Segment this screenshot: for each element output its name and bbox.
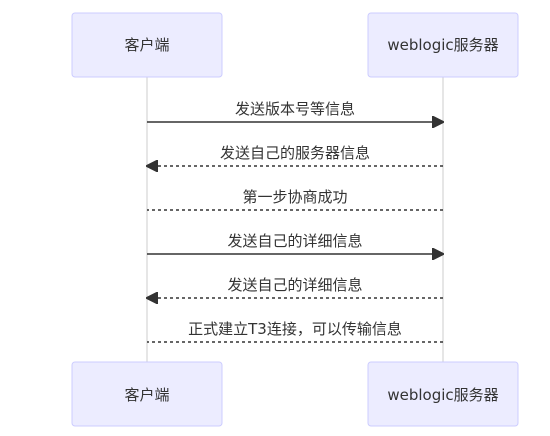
actor-server-bottom: weblogic服务器 <box>367 361 519 427</box>
message-5-label: 发送自己的详细信息 <box>227 276 362 294</box>
actor-server-bottom-label: weblogic服务器 <box>387 386 498 404</box>
actor-client-top: 客户端 <box>71 12 223 78</box>
message-3: 第一步协商成功 <box>147 188 443 211</box>
message-4: 发送自己的详细信息 <box>147 232 443 254</box>
message-2: 发送自己的服务器信息 <box>147 144 443 166</box>
message-3-label: 第一步协商成功 <box>242 188 347 206</box>
actor-client-top-label: 客户端 <box>124 36 169 54</box>
message-5: 发送自己的详细信息 <box>147 276 443 298</box>
actor-client-bottom-label: 客户端 <box>124 386 169 404</box>
actor-client-bottom: 客户端 <box>71 361 223 427</box>
message-4-label: 发送自己的详细信息 <box>227 232 362 250</box>
actor-server-top: weblogic服务器 <box>367 12 519 78</box>
message-6-label: 正式建立T3连接，可以传输信息 <box>188 320 402 338</box>
message-1-label: 发送版本号等信息 <box>235 100 355 118</box>
message-2-label: 发送自己的服务器信息 <box>220 144 370 162</box>
message-6: 正式建立T3连接，可以传输信息 <box>147 320 443 343</box>
message-1: 发送版本号等信息 <box>147 100 443 122</box>
actor-server-top-label: weblogic服务器 <box>387 36 498 54</box>
